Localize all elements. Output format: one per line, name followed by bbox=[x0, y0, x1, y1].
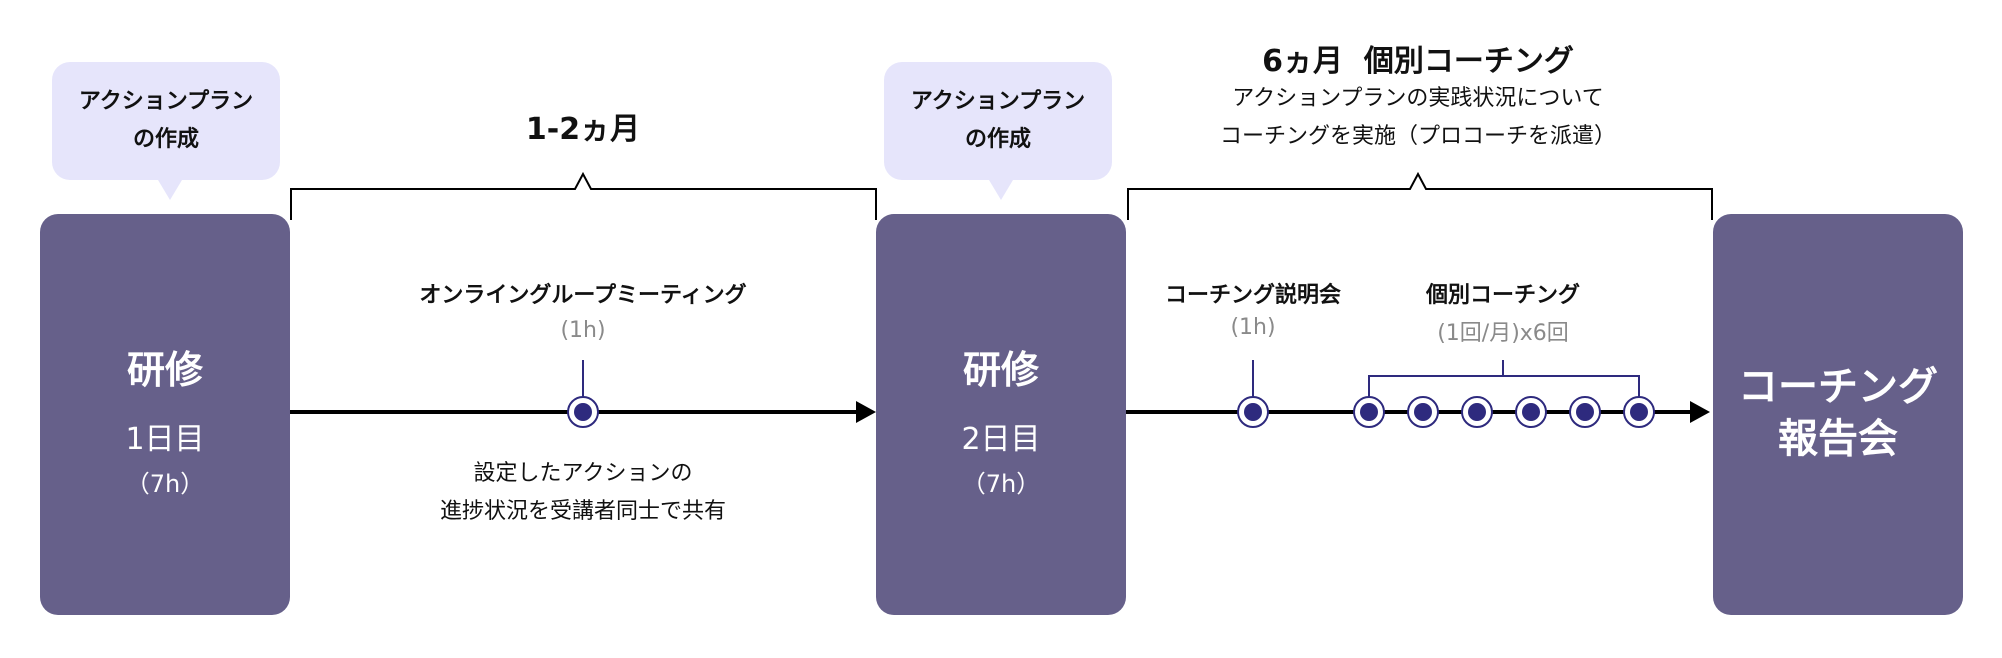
meeting-duration: (1h) bbox=[560, 318, 606, 343]
description-line: コーチングを実施（プロコーチを派遣） bbox=[1219, 124, 1617, 149]
callout-line: アクションプラン bbox=[78, 89, 254, 114]
meeting-title: オンライングループミーティング bbox=[419, 283, 747, 308]
period-2-description: アクションプランの実践状況について コーチングを実施（プロコーチを派遣） bbox=[1220, 80, 1616, 156]
stage-title-line1: コーチング bbox=[1738, 364, 1938, 410]
milestone-dot bbox=[1237, 396, 1269, 428]
stage-training-day1: 研修 1日目 （7h） bbox=[40, 214, 290, 615]
action-plan-callout-1: アクションプラン の作成 bbox=[52, 62, 280, 180]
stage-day: 1日目 bbox=[125, 422, 205, 457]
milestone-dot bbox=[567, 396, 599, 428]
explanation-session-duration: (1h) bbox=[1230, 315, 1276, 340]
arrow-head-icon bbox=[856, 401, 876, 423]
callout-line: アクションプラン bbox=[910, 89, 1086, 114]
coaching-session-dot bbox=[1515, 396, 1547, 428]
stage-title: 研修 bbox=[962, 348, 1039, 392]
stage-coaching-report: コーチング 報告会 bbox=[1713, 214, 1963, 615]
sessions-bracket bbox=[1368, 360, 1640, 397]
coaching-session-dot bbox=[1407, 396, 1439, 428]
stage-day: 2日目 bbox=[961, 422, 1041, 457]
callout-line: の作成 bbox=[964, 127, 1031, 152]
individual-coaching-title: 個別コーチング bbox=[1425, 283, 1581, 308]
period-bracket-1 bbox=[290, 171, 877, 220]
coaching-session-dot bbox=[1569, 396, 1601, 428]
stage-hours: （7h） bbox=[125, 470, 205, 498]
callout-tail bbox=[158, 180, 182, 200]
description-line: アクションプランの実践状況について bbox=[1232, 86, 1604, 111]
stage-title-line2: 報告会 bbox=[1778, 416, 1898, 462]
meeting-description: 設定したアクションの 進捗状況を受講者同士で共有 bbox=[440, 455, 726, 531]
description-line: 設定したアクションの bbox=[473, 461, 693, 486]
description-line: 進捗状況を受講者同士で共有 bbox=[439, 499, 727, 524]
coaching-session-dot bbox=[1353, 396, 1385, 428]
arrow-head-icon bbox=[1690, 401, 1710, 423]
period-bracket-2 bbox=[1127, 171, 1713, 220]
coaching-session-dot bbox=[1623, 396, 1655, 428]
period-2-label: 6ヵ月 個別コーチング bbox=[1262, 44, 1574, 79]
action-plan-callout-2: アクションプラン の作成 bbox=[884, 62, 1112, 180]
period-1-label: 1-2ヵ月 bbox=[525, 112, 641, 147]
coaching-session-dot bbox=[1461, 396, 1493, 428]
individual-coaching-duration: (1回/月)x6回 bbox=[1437, 321, 1569, 346]
stage-title: 研修 bbox=[126, 348, 203, 392]
stage-training-day2: 研修 2日目 （7h） bbox=[876, 214, 1126, 615]
stage-hours: （7h） bbox=[961, 470, 1041, 498]
explanation-session-title: コーチング説明会 bbox=[1164, 283, 1342, 308]
callout-tail bbox=[989, 180, 1013, 200]
callout-line: の作成 bbox=[132, 127, 199, 152]
